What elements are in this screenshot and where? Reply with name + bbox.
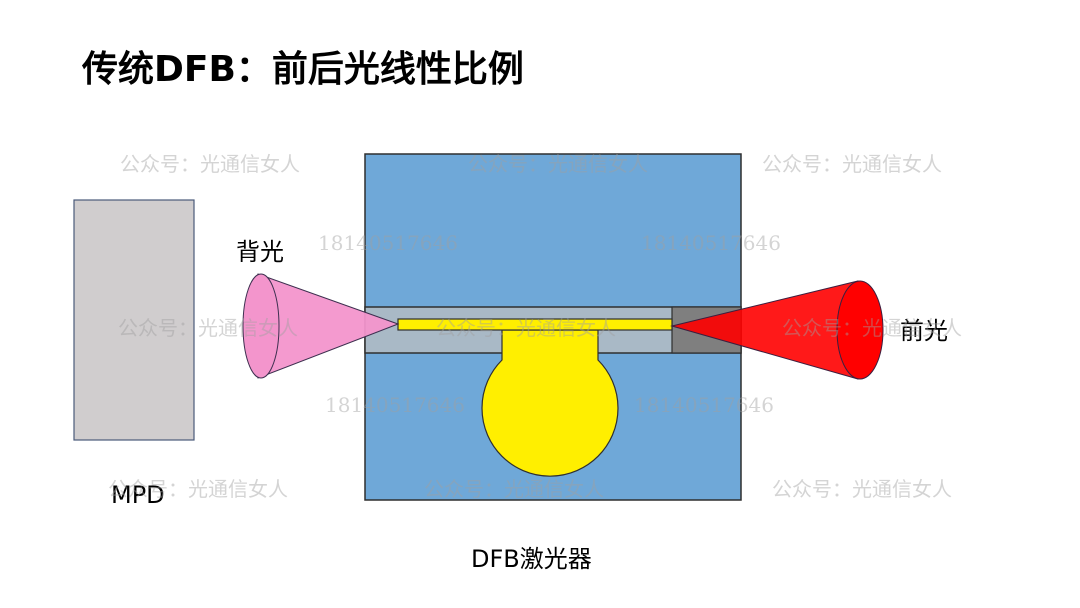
- front-light-label: 前光: [900, 317, 948, 345]
- laser-label: DFB激光器: [471, 545, 592, 573]
- slide-title: 传统DFB：前后光线性比例: [82, 49, 524, 90]
- active-region-strip: [397, 318, 673, 331]
- back-light-label: 背光: [236, 238, 284, 266]
- mpd-label: MPD: [111, 481, 165, 509]
- active-region-bulb: [481, 329, 619, 477]
- front-beam-rim: [836, 280, 884, 380]
- back-beam-rim: [242, 273, 280, 379]
- mpd-block: [73, 199, 195, 441]
